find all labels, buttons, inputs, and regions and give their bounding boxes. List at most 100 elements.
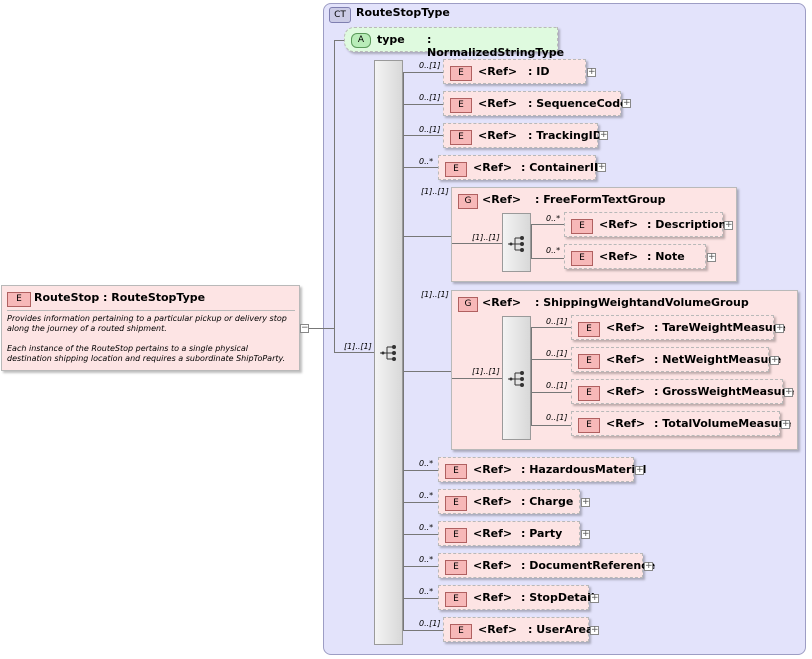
element-ref: <Ref>: [478, 97, 518, 110]
main-sequence-multiplicity: [1]..[1]: [344, 342, 372, 351]
group-seq-connector: [452, 243, 502, 244]
root-element-description-2: Each instance of the RouteStop pertains …: [7, 344, 286, 363]
element-badge: E: [571, 251, 593, 266]
element-connector: [531, 224, 564, 225]
element-box[interactable]: E <Ref> : DocumentReference: [438, 553, 655, 578]
expand-button[interactable]: +: [707, 252, 716, 262]
root-element-badge: E: [7, 292, 31, 307]
element-ref: <Ref>: [473, 495, 513, 508]
element-connector: [531, 425, 571, 426]
element-box[interactable]: E <Ref> : TrackingID: [443, 123, 602, 148]
element-badge: E: [445, 496, 467, 511]
element-connector: [531, 392, 571, 393]
element-ref: <Ref>: [478, 623, 518, 636]
group-sequence-compositor[interactable]: [502, 316, 531, 440]
element-name: : TrackingID: [528, 129, 602, 142]
element-connector: [403, 104, 443, 105]
expand-button[interactable]: +: [587, 67, 596, 77]
expand-button[interactable]: +: [644, 561, 653, 571]
element-connector: [403, 72, 443, 73]
expand-button[interactable]: +: [724, 220, 733, 230]
element-netweightmeasure[interactable]: E <Ref> : NetWeightMeasure: [571, 347, 781, 372]
element-name: : TotalVolumeMeasure: [654, 417, 792, 430]
element-multiplicity: 0..*: [546, 214, 561, 223]
collapse-button[interactable]: −: [300, 323, 309, 333]
element-badge: E: [571, 219, 593, 234]
expand-button[interactable]: +: [784, 387, 793, 397]
attribute-type[interactable]: A type : NormalizedStringType: [344, 27, 564, 59]
element-name: : HazardousMaterial: [521, 463, 647, 476]
group-connector: [403, 371, 451, 372]
element-badge: E: [578, 386, 600, 401]
expand-button[interactable]: +: [581, 497, 590, 507]
element-name: : ID: [528, 65, 550, 78]
expand-button[interactable]: +: [590, 593, 599, 603]
element-multiplicity: 0..[1]: [419, 125, 441, 134]
group-sequence-compositor[interactable]: [502, 213, 531, 272]
element-tareweightmeasure[interactable]: E <Ref> : TareWeightMeasure: [571, 315, 786, 340]
group-multiplicity: [1]..[1]: [421, 187, 449, 196]
element-multiplicity: 0..[1]: [546, 349, 568, 358]
element-name: : StopDetail: [521, 591, 595, 604]
element-connector: [403, 534, 438, 535]
element-description[interactable]: E <Ref> : Description: [564, 212, 726, 237]
element-badge: E: [445, 162, 467, 177]
sequence-icon: [380, 345, 396, 361]
element-ref: <Ref>: [599, 250, 639, 263]
expand-button[interactable]: +: [635, 465, 644, 475]
sequence-icon: [508, 371, 524, 387]
attribute-type-name: : NormalizedStringType: [427, 33, 565, 59]
element-totalvolumemeasure[interactable]: E <Ref> : TotalVolumeMeasure: [571, 411, 791, 436]
element-badge: E: [578, 418, 600, 433]
attr-connector: [334, 40, 348, 41]
group-seq-connector: [452, 378, 502, 379]
element-ref: <Ref>: [606, 353, 646, 366]
element-ref: <Ref>: [606, 321, 646, 334]
element-box[interactable]: E <Ref> : ContainerID: [438, 155, 603, 180]
element-note[interactable]: E <Ref> : Note: [564, 244, 706, 269]
expand-button[interactable]: +: [622, 98, 631, 108]
element-multiplicity: 0..*: [419, 587, 434, 596]
root-connector: [300, 328, 335, 329]
element-multiplicity: 0..[1]: [419, 619, 441, 628]
root-element-title: RouteStop : RouteStopType: [34, 291, 206, 304]
group-multiplicity: [1]..[1]: [421, 290, 449, 299]
element-badge: E: [445, 560, 467, 575]
main-sequence-compositor[interactable]: [374, 60, 403, 645]
element-connector: [403, 167, 438, 168]
element-ref: <Ref>: [473, 463, 513, 476]
element-grossweightmeasure[interactable]: E <Ref> : GrossWeightMeasure: [571, 379, 794, 404]
group-trunk: [531, 224, 532, 258]
expand-button[interactable]: +: [775, 323, 784, 333]
element-ref: <Ref>: [478, 65, 518, 78]
element-multiplicity: 0..[1]: [546, 317, 568, 326]
group-seq-multiplicity: [1]..[1]: [472, 233, 500, 242]
expand-button[interactable]: +: [597, 162, 606, 172]
element-box[interactable]: E <Ref> : UserArea: [443, 617, 593, 642]
element-name: : Note: [647, 250, 685, 263]
group-name: : ShippingWeightandVolumeGroup: [535, 296, 749, 309]
expand-button[interactable]: +: [599, 130, 608, 140]
element-box[interactable]: E <Ref> : ID: [443, 59, 586, 84]
element-badge: E: [445, 464, 467, 479]
element-badge: E: [445, 592, 467, 607]
expand-button[interactable]: +: [581, 529, 590, 539]
element-connector: [403, 135, 443, 136]
expand-button[interactable]: +: [590, 625, 599, 635]
element-ref: <Ref>: [473, 161, 513, 174]
element-box[interactable]: E <Ref> : StopDetail: [438, 585, 595, 610]
root-element-box[interactable]: E RouteStop : RouteStopType Provides inf…: [1, 285, 300, 371]
element-connector: [531, 258, 564, 259]
expand-button[interactable]: +: [781, 419, 790, 429]
element-multiplicity: 0..*: [419, 459, 434, 468]
element-box[interactable]: E <Ref> : Charge: [438, 489, 580, 514]
element-box[interactable]: E <Ref> : Party: [438, 521, 580, 546]
expand-button[interactable]: +: [770, 355, 779, 365]
sequence-trunk: [403, 72, 404, 630]
element-name: : UserArea: [528, 623, 594, 636]
element-name: : SequenceCode: [528, 97, 628, 110]
element-box[interactable]: E <Ref> : SequenceCode: [443, 91, 628, 116]
element-box[interactable]: E <Ref> : HazardousMaterial: [438, 457, 646, 482]
element-multiplicity: 0..*: [419, 523, 434, 532]
attribute-badge: A: [351, 33, 371, 48]
